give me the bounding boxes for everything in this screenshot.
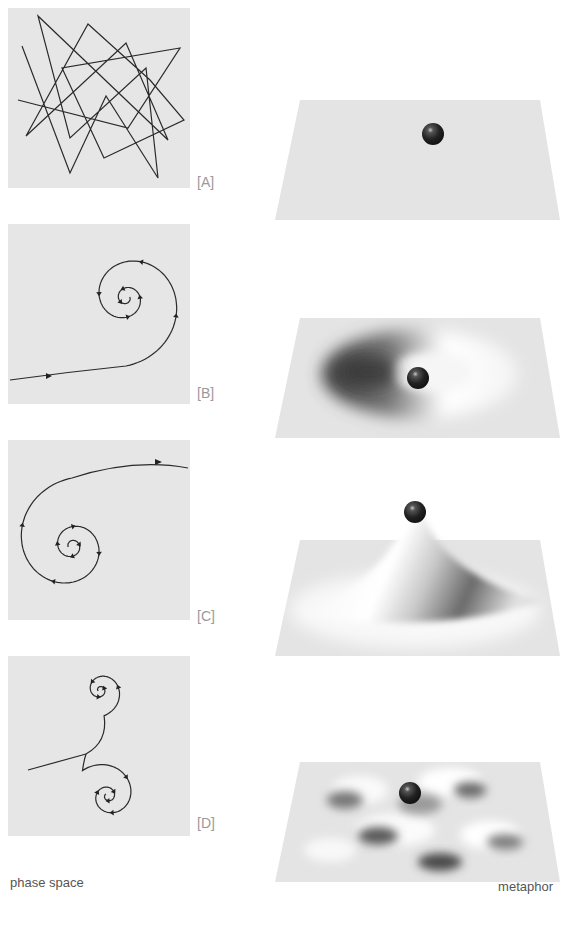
flow-arrow: [19, 523, 25, 527]
flow-arrow: [117, 299, 122, 304]
double-spiral: [28, 676, 131, 815]
rugged-surface: [275, 762, 560, 882]
flow-arrow: [94, 790, 99, 795]
trajectory-line: [28, 754, 86, 770]
trajectory-line: [83, 754, 131, 813]
basin-surface: [275, 318, 560, 438]
chaotic-trajectory: [18, 16, 184, 178]
flow-arrow: [102, 686, 107, 691]
phase-panel: [8, 8, 190, 188]
flow-arrow: [116, 685, 121, 690]
rugged-shading: [304, 768, 523, 871]
flow-arrow: [155, 459, 162, 465]
panel-label: [A]: [197, 175, 214, 190]
column-caption: metaphor: [498, 880, 553, 894]
ball: [399, 782, 421, 804]
panel-label: [C]: [197, 609, 215, 624]
flow-arrow: [123, 774, 128, 779]
phase-panel: [8, 440, 190, 620]
flow-arrow: [110, 810, 114, 816]
basin-shading: [322, 330, 518, 418]
flow-arrow: [96, 292, 102, 296]
column-caption: phase space: [10, 876, 84, 890]
flow-arrow: [70, 553, 75, 558]
flow-arrow: [91, 679, 96, 684]
phase-panel: [8, 656, 190, 836]
trajectory-line: [10, 261, 177, 380]
panel-label: [B]: [197, 386, 214, 401]
stable-spiral: [10, 259, 179, 380]
flow-arrow: [139, 259, 143, 265]
trajectory-line: [18, 16, 184, 178]
flow-arrow: [96, 552, 102, 556]
flow-arrow: [121, 286, 126, 291]
panel-label: [D]: [197, 816, 215, 831]
unstable-spiral: [19, 459, 188, 585]
ball: [404, 501, 426, 523]
flow-arrow: [71, 524, 76, 529]
trajectory-line: [86, 676, 120, 754]
flat-surface: [275, 100, 560, 220]
flow-arrow: [55, 541, 60, 545]
flow-arrow: [173, 313, 179, 317]
ball: [407, 367, 429, 389]
phase-panel: [8, 224, 190, 404]
peak-cone: [300, 510, 545, 622]
trajectory-line: [21, 465, 188, 583]
flow-arrow: [111, 789, 116, 794]
flow-arrow: [138, 295, 143, 299]
flow-arrow: [46, 373, 52, 379]
flow-arrow: [126, 315, 131, 320]
flow-arrow: [106, 798, 110, 804]
flow-arrow: [51, 579, 55, 585]
flow-arrow: [97, 694, 101, 700]
ball: [422, 123, 444, 145]
flow-arrow: [76, 542, 81, 547]
